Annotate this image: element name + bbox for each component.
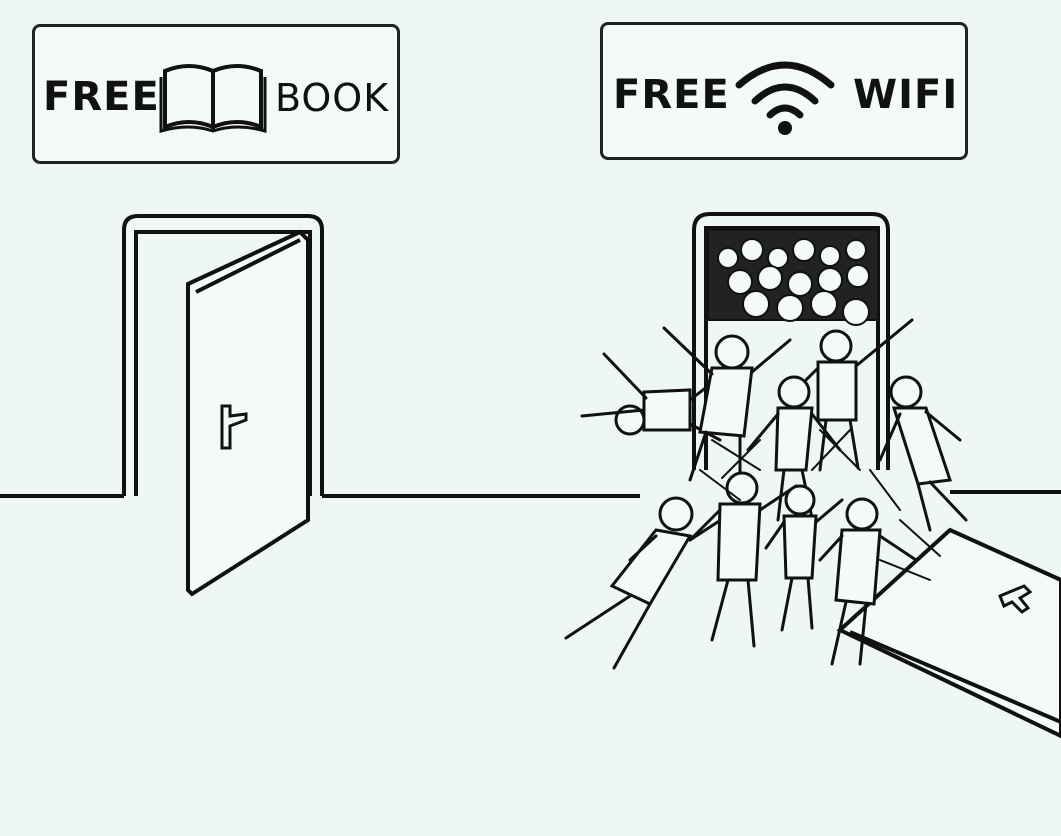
free-wifi-sign-wifi-label: WIFI <box>853 72 959 118</box>
wifi-icon <box>735 61 835 135</box>
free-book-sign: FREE BOOK <box>32 24 400 164</box>
book-room-open-door <box>186 229 310 597</box>
free-wifi-sign-free-label: FREE <box>613 72 730 118</box>
crowd-of-people <box>564 318 968 670</box>
free-book-sign-book-label: BOOK <box>275 76 390 120</box>
free-wifi-sign: FREE WIFI <box>600 22 968 160</box>
fallen-wifi-door <box>836 527 1061 739</box>
open-book-icon <box>159 64 267 133</box>
fallen-door-handle-icon <box>998 584 1033 614</box>
crowded-doorway <box>707 229 879 326</box>
free-book-sign-free-label: FREE <box>43 74 160 120</box>
wall-floor-line <box>0 490 1061 498</box>
door-handle-icon <box>220 404 248 450</box>
